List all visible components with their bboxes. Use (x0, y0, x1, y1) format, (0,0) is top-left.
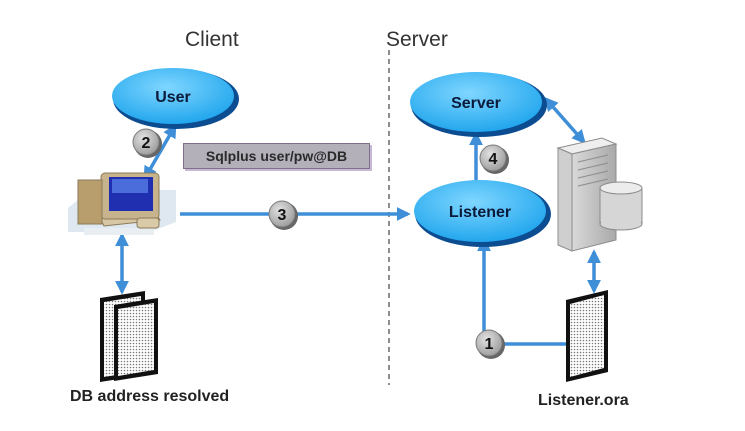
arrow-file-listener (477, 237, 574, 346)
listener-ora-file-icon (566, 290, 608, 382)
db-address-caption: DB address resolved (70, 388, 230, 405)
listener-node: Listener (414, 180, 551, 247)
step-3-label: 3 (278, 207, 287, 224)
arrow-user-pc (143, 123, 177, 181)
listener-label: Listener (449, 204, 511, 221)
database-icon (599, 181, 643, 231)
server-node: Server (410, 72, 547, 137)
client-header: Client (185, 28, 239, 51)
sqlplus-command-label: Sqlplus user/pw@DB (183, 143, 370, 169)
arrow-server-tower (544, 96, 586, 145)
listener-ora-caption: Listener.ora (538, 392, 629, 409)
step-3: 3 (268, 200, 298, 230)
step-1: 1 (475, 329, 505, 359)
user-label: User (155, 89, 191, 106)
step-4-label: 4 (489, 151, 498, 168)
step-2: 2 (132, 128, 162, 158)
step-2-label: 2 (142, 135, 151, 152)
server-label: Server (451, 95, 501, 112)
computer-icon (68, 172, 176, 235)
step-1-label: 1 (485, 336, 494, 353)
client-db-file-icon (100, 291, 158, 382)
server-header: Server (386, 28, 448, 51)
user-node: User (112, 68, 239, 129)
step-4: 4 (479, 144, 509, 174)
